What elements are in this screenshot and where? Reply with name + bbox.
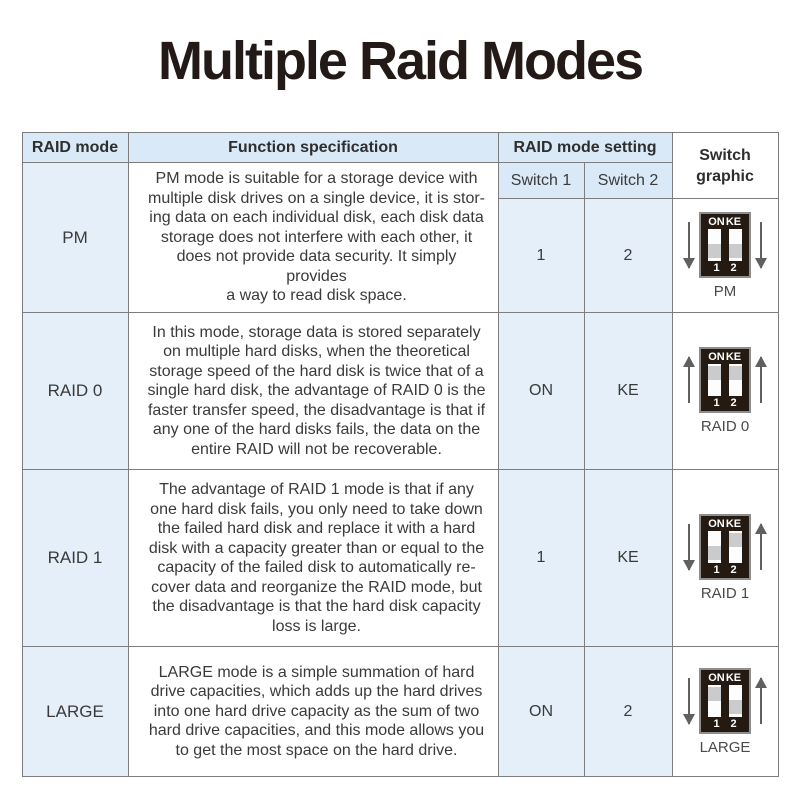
description-raid1: The advantage of RAID 1 mode is that if …	[127, 469, 499, 647]
dip-num-2: 2	[730, 717, 737, 730]
raid-modes-table: RAID mode Function specification RAID mo…	[21, 132, 779, 777]
header-switch-graphic: Switch graphic	[671, 132, 779, 199]
dip-on-label: ON	[708, 351, 725, 363]
setting-switch2-raid0: KE	[583, 312, 673, 470]
dip-ke-label: KE	[725, 351, 742, 363]
setting-switch1-raid1: 1	[497, 469, 585, 647]
right-arrow-icon	[760, 524, 762, 570]
switch-figure-label: RAID 0	[700, 418, 750, 435]
right-arrow-icon	[760, 221, 762, 268]
left-arrow-icon	[688, 357, 690, 403]
dip-on-label: ON	[708, 671, 725, 684]
dip-slider-2	[729, 531, 742, 563]
description-pm: PM mode is suitable for a storage device…	[127, 162, 499, 313]
setting-switch2-large: 2	[583, 646, 673, 777]
left-arrow-icon	[688, 677, 690, 724]
dip-slider-1	[708, 228, 721, 261]
right-arrow-icon	[760, 677, 762, 724]
dip-slider-1	[708, 684, 721, 717]
dip-num-1: 1	[713, 261, 720, 274]
dip-slider-2	[729, 364, 742, 396]
header-function-specification: Function specification	[127, 132, 499, 163]
right-arrow-icon	[760, 357, 762, 403]
mode-cell-raid0: RAID 0	[21, 312, 129, 470]
dip-ke-label: KE	[725, 671, 742, 684]
mode-cell-large: LARGE	[21, 646, 129, 777]
left-arrow-icon	[688, 524, 690, 570]
dip-slider-1	[708, 531, 721, 563]
dip-ke-label: KE	[725, 215, 742, 228]
dip-num-2: 2	[730, 564, 737, 576]
mode-cell-raid1: RAID 1	[21, 469, 129, 647]
dip-ke-label: KE	[725, 518, 742, 530]
switch-figure-label: RAID 1	[700, 585, 750, 602]
dip-num-2: 2	[730, 261, 737, 274]
dip-num-1: 1	[713, 397, 720, 409]
page-title: Multiple Raid Modes	[157, 31, 644, 91]
setting-switch2-pm: 2	[583, 198, 673, 313]
setting-switch1-large: ON	[497, 646, 585, 777]
description-large: LARGE mode is a simple summation of hard…	[127, 646, 499, 777]
dip-slider-1	[708, 364, 721, 396]
mode-cell-pm: PM	[21, 162, 129, 313]
description-raid0: In this mode, storage data is stored sep…	[127, 312, 499, 470]
left-arrow-icon	[688, 221, 690, 268]
setting-switch2-raid1: KE	[583, 469, 673, 647]
dip-num-2: 2	[730, 397, 737, 409]
header-switch-2: Switch 2	[583, 162, 673, 199]
switch-figure-label: LARGE	[699, 738, 751, 756]
header-raid-mode-setting: RAID mode setting	[497, 132, 673, 163]
header-switch-1: Switch 1	[497, 162, 585, 199]
header-raid-mode: RAID mode	[21, 132, 129, 163]
dip-num-1: 1	[713, 717, 720, 730]
setting-switch1-pm: 1	[497, 198, 585, 313]
setting-switch1-raid0: ON	[497, 312, 585, 470]
dip-slider-2	[729, 228, 742, 261]
dip-on-label: ON	[708, 518, 725, 530]
switch-figure-label: PM	[713, 282, 737, 300]
dip-on-label: ON	[708, 215, 725, 228]
dip-slider-2	[729, 684, 742, 717]
dip-num-1: 1	[713, 564, 720, 576]
